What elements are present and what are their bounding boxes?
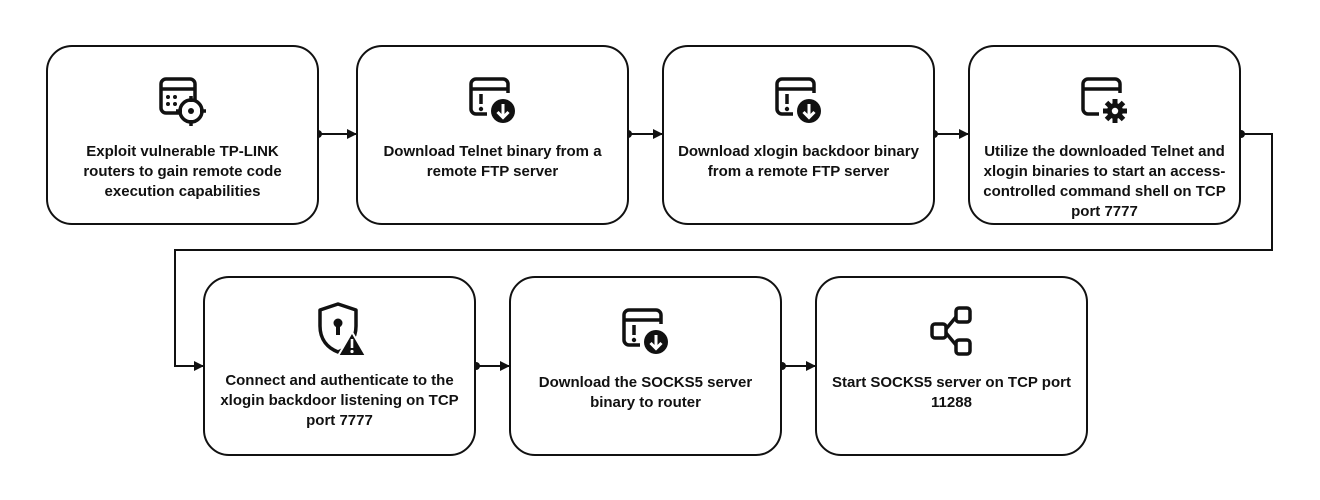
connector-2-3 [624,129,663,139]
step-box-7: Start SOCKS5 server on TCP port 11288 [815,276,1088,456]
step-box-5: Connect and authenticate to the xlogin b… [203,276,476,456]
share-nodes-icon [924,300,980,360]
connector-3-4 [930,129,969,139]
connector-5-6 [472,361,510,371]
connector-6-7 [778,361,816,371]
step-label-2: Download Telnet binary from a remote FTP… [383,143,602,180]
step-label-4: Utilize the downloaded Telnet and xlogin… [983,143,1226,220]
step-box-6: Download the SOCKS5 server binary to rou… [509,276,782,456]
step-label-6: Download the SOCKS5 server binary to rou… [538,374,753,411]
step-label-3: Download xlogin backdoor binary from a r… [678,143,919,180]
step-label-5: Connect and authenticate to the xlogin b… [220,372,459,429]
step-box-3: Download xlogin backdoor binary from a r… [662,45,935,225]
connector-1-2 [314,129,357,139]
browser-download-icon [465,71,521,131]
step-label-7: Start SOCKS5 server on TCP port 11288 [832,374,1071,411]
step-label-1: Exploit vulnerable TP-LINK routers to ga… [83,143,282,200]
step-box-1: Exploit vulnerable TP-LINK routers to ga… [46,45,319,225]
browser-gear-icon [1077,71,1133,131]
step-box-4: Utilize the downloaded Telnet and xlogin… [968,45,1241,225]
browser-download-icon [771,71,827,131]
browser-target-icon [155,71,211,131]
shield-warning-icon [312,298,368,358]
browser-download-icon [618,302,674,362]
step-box-2: Download Telnet binary from a remote FTP… [356,45,629,225]
